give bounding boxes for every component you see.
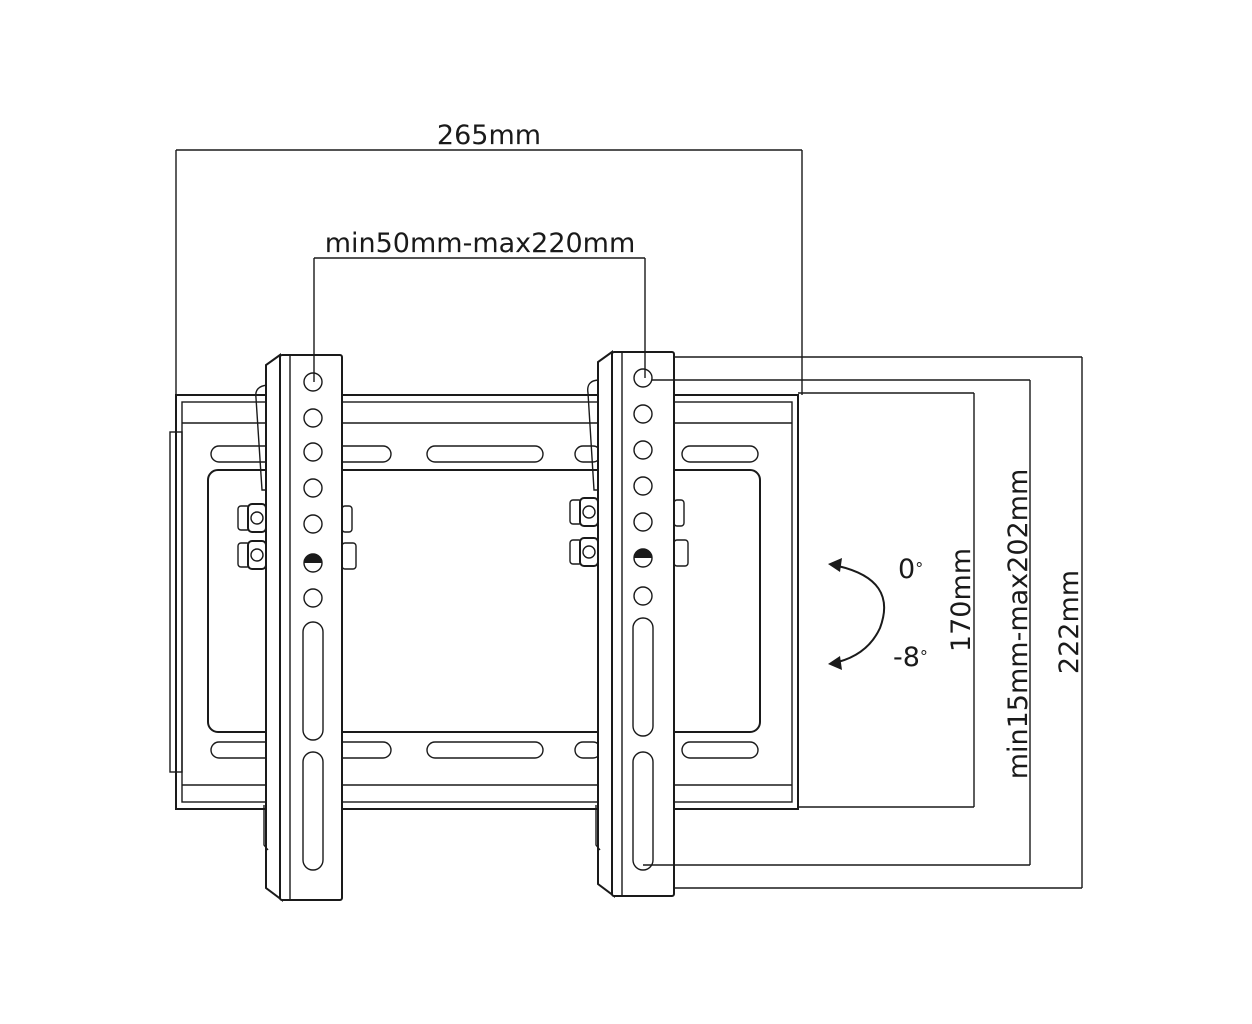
right-bracket-upper-bolt [569, 497, 599, 527]
dimension-plate-height [798, 392, 975, 808]
dimension-overall-height [674, 356, 1083, 889]
label-overall-height: 222mm [1054, 570, 1085, 674]
left-bracket-upper-bolt [237, 503, 267, 533]
left-bracket-lower-bolt [237, 540, 267, 570]
label-bracket-spacing: min50mm-max220mm [325, 228, 636, 259]
wall-plate [169, 394, 799, 810]
tilt-arc [828, 558, 886, 670]
dimension-vesa-vertical [643, 379, 1031, 866]
left-bracket [237, 353, 357, 903]
label-plate-height: 170mm [946, 548, 977, 652]
dimension-bracket-spacing [313, 257, 646, 382]
dimension-overall-width [175, 149, 803, 395]
label-overall-width: 265mm [437, 120, 541, 151]
label-tilt-upper: 0° [898, 554, 923, 585]
right-bracket-lower-bolt [569, 537, 599, 567]
label-vesa-vertical: min15mm-max202mm [1003, 469, 1034, 780]
right-bracket [569, 350, 689, 899]
label-tilt-lower: -8° [893, 642, 928, 673]
